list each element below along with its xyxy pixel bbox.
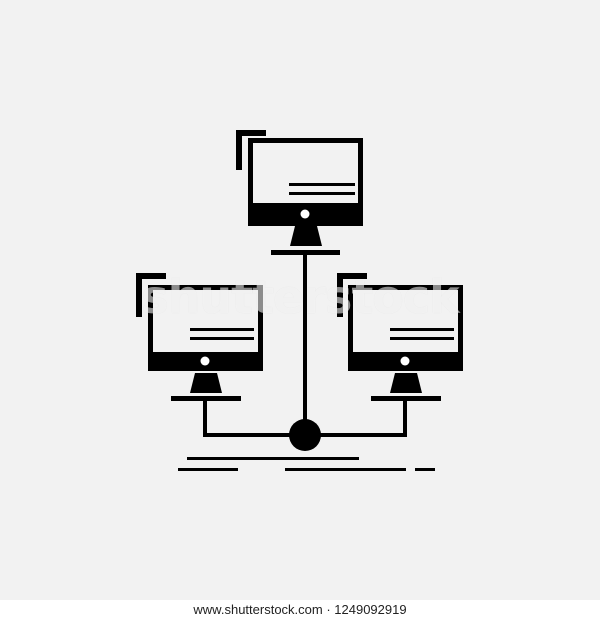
monitor-top-icon	[236, 130, 363, 255]
monitor-left-icon	[136, 273, 263, 401]
image-id-footer: www.shutterstock.com · 1249092919	[0, 600, 600, 620]
network-monitors-icon	[136, 130, 463, 471]
icon-canvas: shutterstock	[0, 0, 600, 600]
network-hub-node	[289, 419, 321, 451]
monitor-right-icon	[337, 273, 463, 401]
base-lines	[178, 457, 435, 471]
network-connectors	[203, 255, 407, 451]
